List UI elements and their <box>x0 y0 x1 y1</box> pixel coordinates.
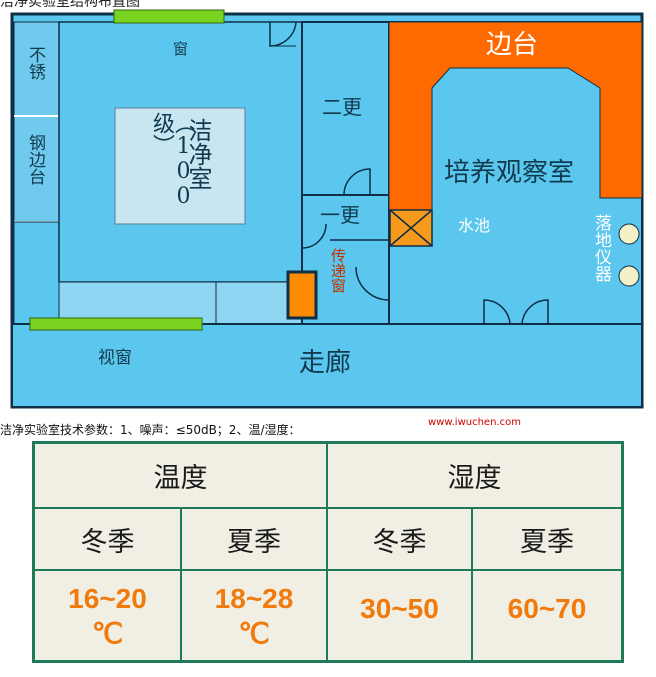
season-winter-humidity: 冬季 <box>372 526 427 558</box>
window-bar <box>113 9 225 24</box>
header-temperature: 温度 <box>153 463 208 494</box>
label-pass-box: 传递窗 <box>329 248 347 293</box>
label-observation-room: 培养观察室 <box>444 158 575 188</box>
value-summer-temp: 18~28 ℃ <box>182 571 326 660</box>
value-unit: ℃ <box>91 617 124 649</box>
viewing-window-bar <box>29 317 203 331</box>
label-floor-instruments: 落地仪器 <box>591 214 611 282</box>
value-range: 30~50 <box>360 593 439 624</box>
caption-tech-params: 洁净实验室技术参数：1、噪声：≤50dB；2、温/湿度： <box>0 423 301 437</box>
label-stainless-counter-top: 不锈 <box>25 46 45 80</box>
watermark-url: www.iwuchen.com <box>428 417 521 428</box>
value-range: 60~70 <box>507 593 587 624</box>
label-sink: 水池 <box>458 216 491 235</box>
label-second-change: 二更 <box>322 95 362 119</box>
label-window: 窗 <box>173 40 189 58</box>
season-winter-temp: 冬季 <box>80 526 135 558</box>
corridor <box>11 323 643 408</box>
value-range: 18~28 <box>214 582 294 614</box>
value-winter-temp: 16~20 ℃ <box>35 571 180 660</box>
label-clean-room: 洁净室 <box>184 118 212 190</box>
value-unit: ℃ <box>238 617 270 649</box>
clean-room-inner <box>114 107 246 225</box>
season-summer-humidity: 夏季 <box>520 526 574 558</box>
label-stainless-counter-bottom: 钢边台 <box>25 134 45 185</box>
label-viewing-window: 视窗 <box>98 348 132 368</box>
pass-box <box>286 270 318 320</box>
label-side-counter: 边台 <box>486 30 539 60</box>
label-clean-room-grade: （100级） <box>149 112 196 209</box>
floor-plan-diagram <box>10 9 644 409</box>
value-winter-humidity: 30~50 <box>328 571 471 641</box>
page-title: 洁净实验室结构布置图 <box>0 0 140 10</box>
label-corridor: 走廊 <box>299 348 352 378</box>
params-table: 温度 湿度 冬季 夏季 冬季 夏季 16~20 ℃ 18~28 ℃ 30~50 … <box>32 441 624 663</box>
instrument-circle <box>618 265 640 287</box>
value-range: 16~20 <box>68 582 147 614</box>
value-summer-humidity: 60~70 <box>473 571 621 641</box>
label-first-change: 一更 <box>320 203 360 227</box>
header-humidity: 湿度 <box>447 463 502 494</box>
instrument-circle <box>618 223 640 245</box>
season-summer-temp: 夏季 <box>227 526 281 558</box>
